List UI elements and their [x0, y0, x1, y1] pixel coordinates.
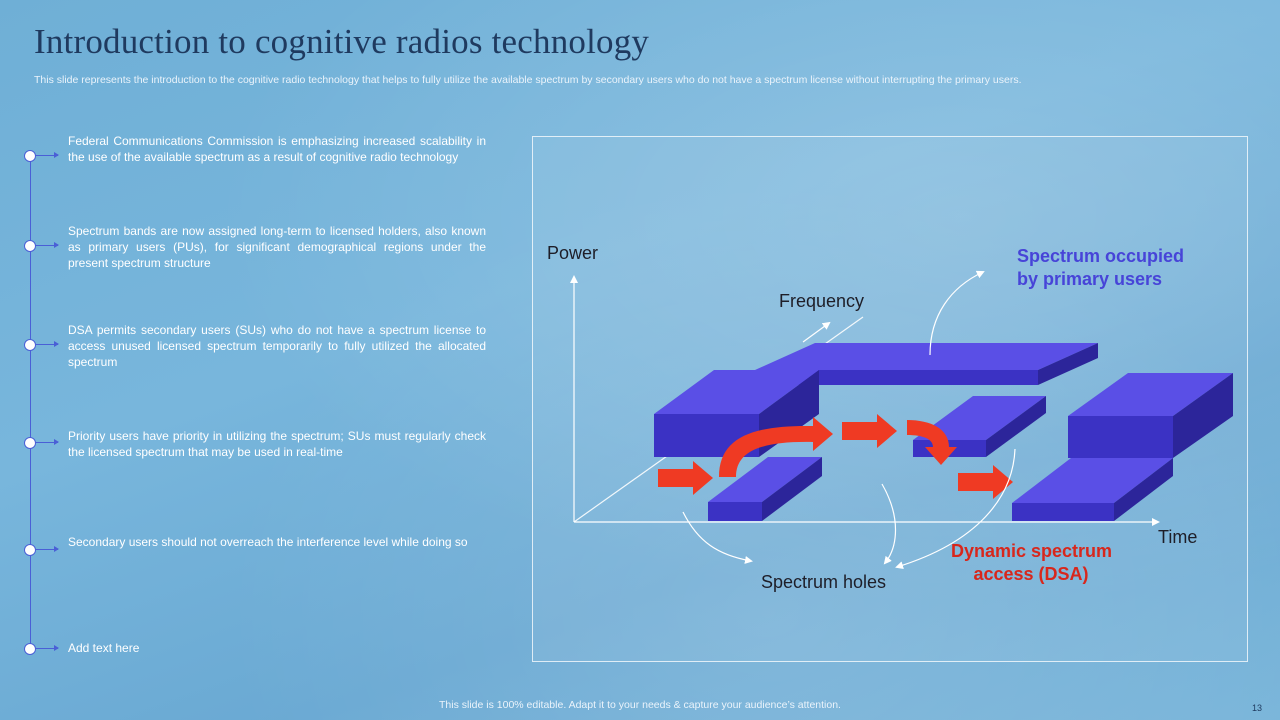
spectrum-holes-label: Spectrum holes [761, 572, 887, 592]
dsa-label: Dynamic spectrum access (DSA) [951, 540, 1113, 586]
dsa-arrow [958, 465, 1013, 499]
timeline-dot-icon [24, 150, 36, 162]
dsa-arrow [842, 414, 897, 448]
slide-subtitle: This slide represents the introduction t… [34, 74, 1022, 86]
primary-user-block [1012, 458, 1173, 521]
timeline-item-text: Secondary users should not overreach the… [68, 535, 468, 549]
arrow-right-icon [36, 546, 59, 552]
spectrum-occupied-line1: Spectrum occupied [1017, 246, 1185, 266]
timeline-item-text: Federal Communications Commission is emp… [68, 134, 486, 164]
timeline-dot-icon [24, 339, 36, 351]
spectrum-diagram: Power Frequency Time Spectrum holes Spec… [532, 136, 1248, 662]
primary-user-block [755, 343, 1098, 385]
primary-user-block [1068, 373, 1233, 458]
timeline-item-text: Add text here [68, 641, 140, 655]
timeline-dot-icon [24, 240, 36, 252]
dsa-arrow [907, 420, 957, 465]
timeline-line [30, 155, 31, 649]
arrow-right-icon [36, 645, 59, 651]
timeline-item-text: DSA permits secondary users (SUs) who do… [68, 323, 486, 369]
arrow-right-icon [36, 439, 59, 445]
power-axis-label: Power [547, 243, 599, 263]
timeline-item-text: Priority users have priority in utilizin… [68, 429, 486, 459]
timeline-item-text: Spectrum bands are now assigned long-ter… [68, 224, 486, 270]
dsa-arrow [719, 417, 833, 477]
page-number: 13 [1252, 703, 1263, 713]
occupied-pointer-arrow [929, 270, 985, 356]
primary-user-block [708, 457, 822, 521]
spectrum-occupied-label: Spectrum occupied by primary users [1017, 245, 1184, 291]
timeline-dot-icon [24, 544, 36, 556]
holes-pointer-arrow [682, 483, 897, 565]
dsa-label-line1: Dynamic spectrum [951, 541, 1113, 561]
time-axis-label: Time [1158, 527, 1198, 547]
dsa-label-line2: access (DSA) [973, 564, 1089, 584]
arrow-right-icon [36, 242, 59, 248]
arrow-right-icon [36, 341, 59, 347]
dsa-pointer-arrow [895, 448, 1016, 570]
slide-footer: This slide is 100% editable. Adapt it to… [439, 699, 841, 711]
slide-title: Introduction to cognitive radios technol… [34, 22, 650, 61]
frequency-axis-label: Frequency [779, 291, 865, 311]
spectrum-occupied-line2: by primary users [1017, 269, 1163, 289]
timeline-dot-icon [24, 643, 36, 655]
arrow-right-icon [36, 152, 59, 158]
dsa-arrow [658, 461, 713, 495]
timeline-dot-icon [24, 437, 36, 449]
spectrum-diagram-graphic [570, 270, 1233, 570]
